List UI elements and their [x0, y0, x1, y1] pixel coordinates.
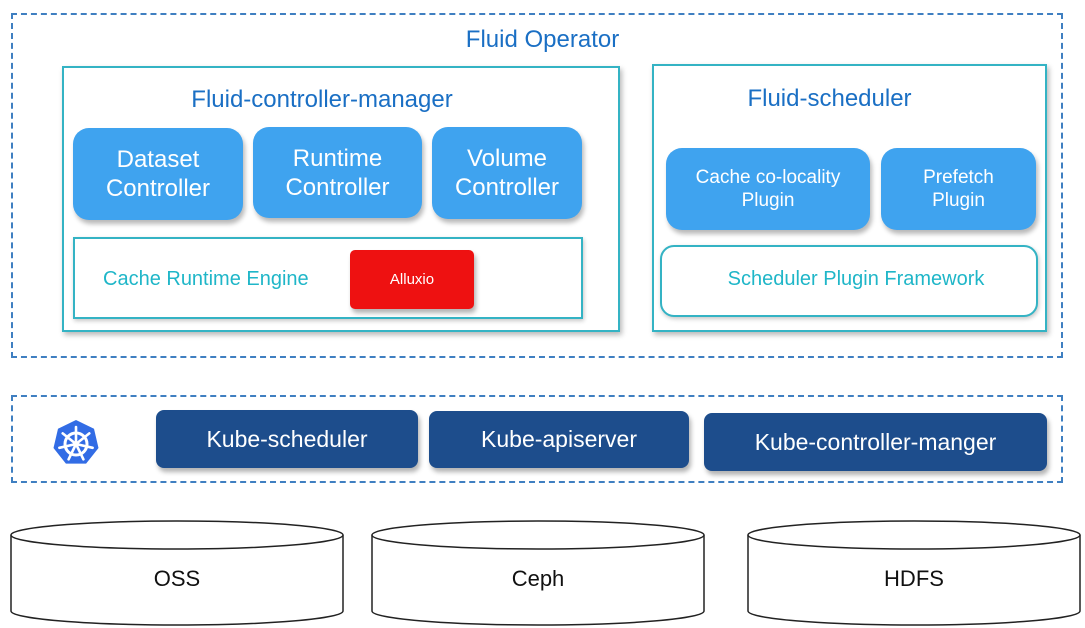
controller-manager-title: Fluid-controller-manager — [191, 86, 453, 113]
kube-controller-manager-box: Kube-controller-manger — [704, 413, 1047, 471]
storage-ceph-cylinder — [371, 520, 705, 626]
fluid-operator-container — [11, 13, 1063, 358]
storage-hdfs-cylinder — [747, 520, 1081, 626]
cache-runtime-engine-frame — [73, 237, 583, 319]
kube-apiserver-box: Kube-apiserver — [429, 411, 689, 468]
kube-scheduler-box: Kube-scheduler — [156, 410, 418, 468]
storage-oss-label: OSS — [153, 566, 201, 591]
scheduler-title: Fluid-scheduler — [747, 85, 912, 112]
fluid-operator-title: Fluid Operator — [465, 26, 620, 53]
storage-ceph-label: Ceph — [511, 566, 565, 591]
kubernetes-container — [11, 395, 1063, 483]
prefetch-plugin: Prefetch Plugin — [881, 148, 1036, 230]
cache-co-locality-plugin: Cache co-locality Plugin — [666, 148, 870, 230]
scheduler-plugin-framework-frame — [660, 245, 1038, 317]
cache-runtime-engine-label: Cache Runtime Engine — [103, 268, 309, 290]
kubernetes-helm-icon — [53, 420, 99, 464]
volume-controller: Volume Controller — [432, 127, 582, 219]
storage-oss-cylinder — [10, 520, 344, 626]
runtime-controller: Runtime Controller — [253, 127, 422, 218]
scheduler-plugin-framework-label: Scheduler Plugin Framework — [727, 268, 985, 290]
storage-hdfs-label: HDFS — [884, 566, 944, 591]
alluxio-badge: Alluxio — [350, 250, 474, 309]
dataset-controller: Dataset Controller — [73, 128, 243, 220]
